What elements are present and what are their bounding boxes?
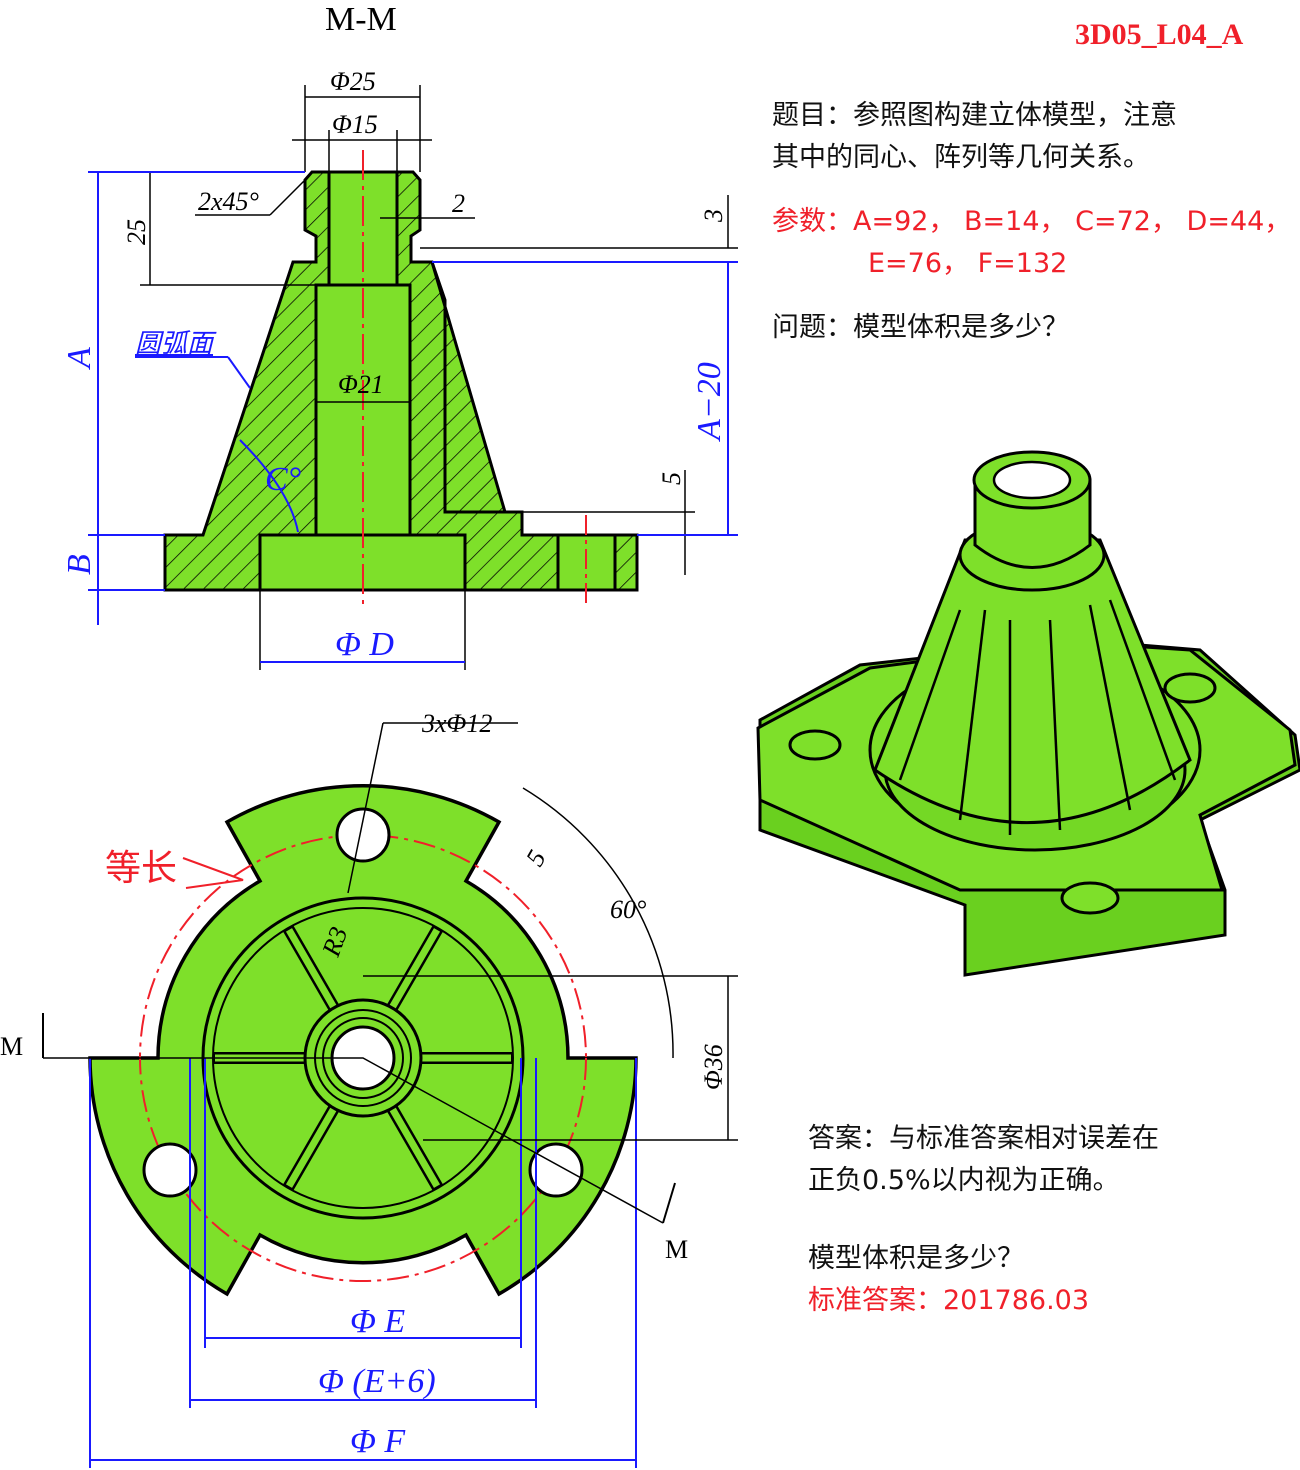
dim-d21: Φ21 [338,370,384,399]
dim-60deg: 60° [610,895,646,924]
params-line-2: E=76， F=132 [868,248,1068,279]
mount-hole [142,1142,198,1198]
dim-3: 3 [699,209,728,223]
dim-holes: 3xΦ12 [421,709,492,738]
dim-E: Φ E [350,1303,405,1340]
answer-question: 模型体积是多少？ [808,1243,1024,1274]
section-view: M-M [61,1,738,670]
dim-D: Φ D [335,626,394,663]
equal-length-label: 等长 [105,848,177,889]
task-line-1: 题目：参照图构建立体模型，注意 [772,100,1177,131]
dim-A20: A−20 [691,362,728,442]
answer-panel: 答案：与标准答案相对误差在 正负0.5%以内视为正确。 模型体积是多少？ 标准答… [808,1118,1159,1322]
task-panel: 题目：参照图构建立体模型，注意 其中的同心、阵列等几何关系。 参数：A=92， … [772,95,1291,349]
section-mark-right: M [665,1235,688,1264]
dim-25: 25 [122,219,151,245]
drawing-code: 3D05_L04_A [1075,18,1244,51]
standard-answer: 标准答案：201786.03 [808,1285,1090,1316]
question: 问题：模型体积是多少？ [772,312,1069,343]
answer-line-2: 正负0.5%以内视为正确。 [808,1165,1120,1196]
dim-B: B [61,554,98,575]
dim-C: C° [265,461,302,498]
params-line-1: 参数：A=92， B=14， C=72， D=44， [772,206,1292,237]
answer-line-1: 答案：与标准答案相对误差在 [808,1123,1159,1154]
dim-5-top: 5 [520,845,552,871]
section-label: M-M [325,1,397,38]
dim-A: A [61,347,98,370]
mount-hole [335,807,391,863]
task-line-2: 其中的同心、阵列等几何关系。 [772,142,1150,173]
dim-d25: Φ25 [330,67,376,96]
isometric-view [756,450,1300,977]
mount-hole [528,1142,584,1198]
dim-d15: Φ15 [332,110,378,139]
dim-5: 5 [657,472,686,485]
arc-face-label: 圆弧面 [135,329,217,358]
section-mark-left: M [0,1032,23,1061]
top-view [42,722,738,1468]
dim-d36: Φ36 [699,1044,728,1090]
dim-chamfer: 2x45° [198,187,259,216]
dim-F: Φ F [350,1423,406,1460]
dim-2: 2 [452,189,465,218]
dim-E6: Φ (E+6) [318,1363,436,1400]
